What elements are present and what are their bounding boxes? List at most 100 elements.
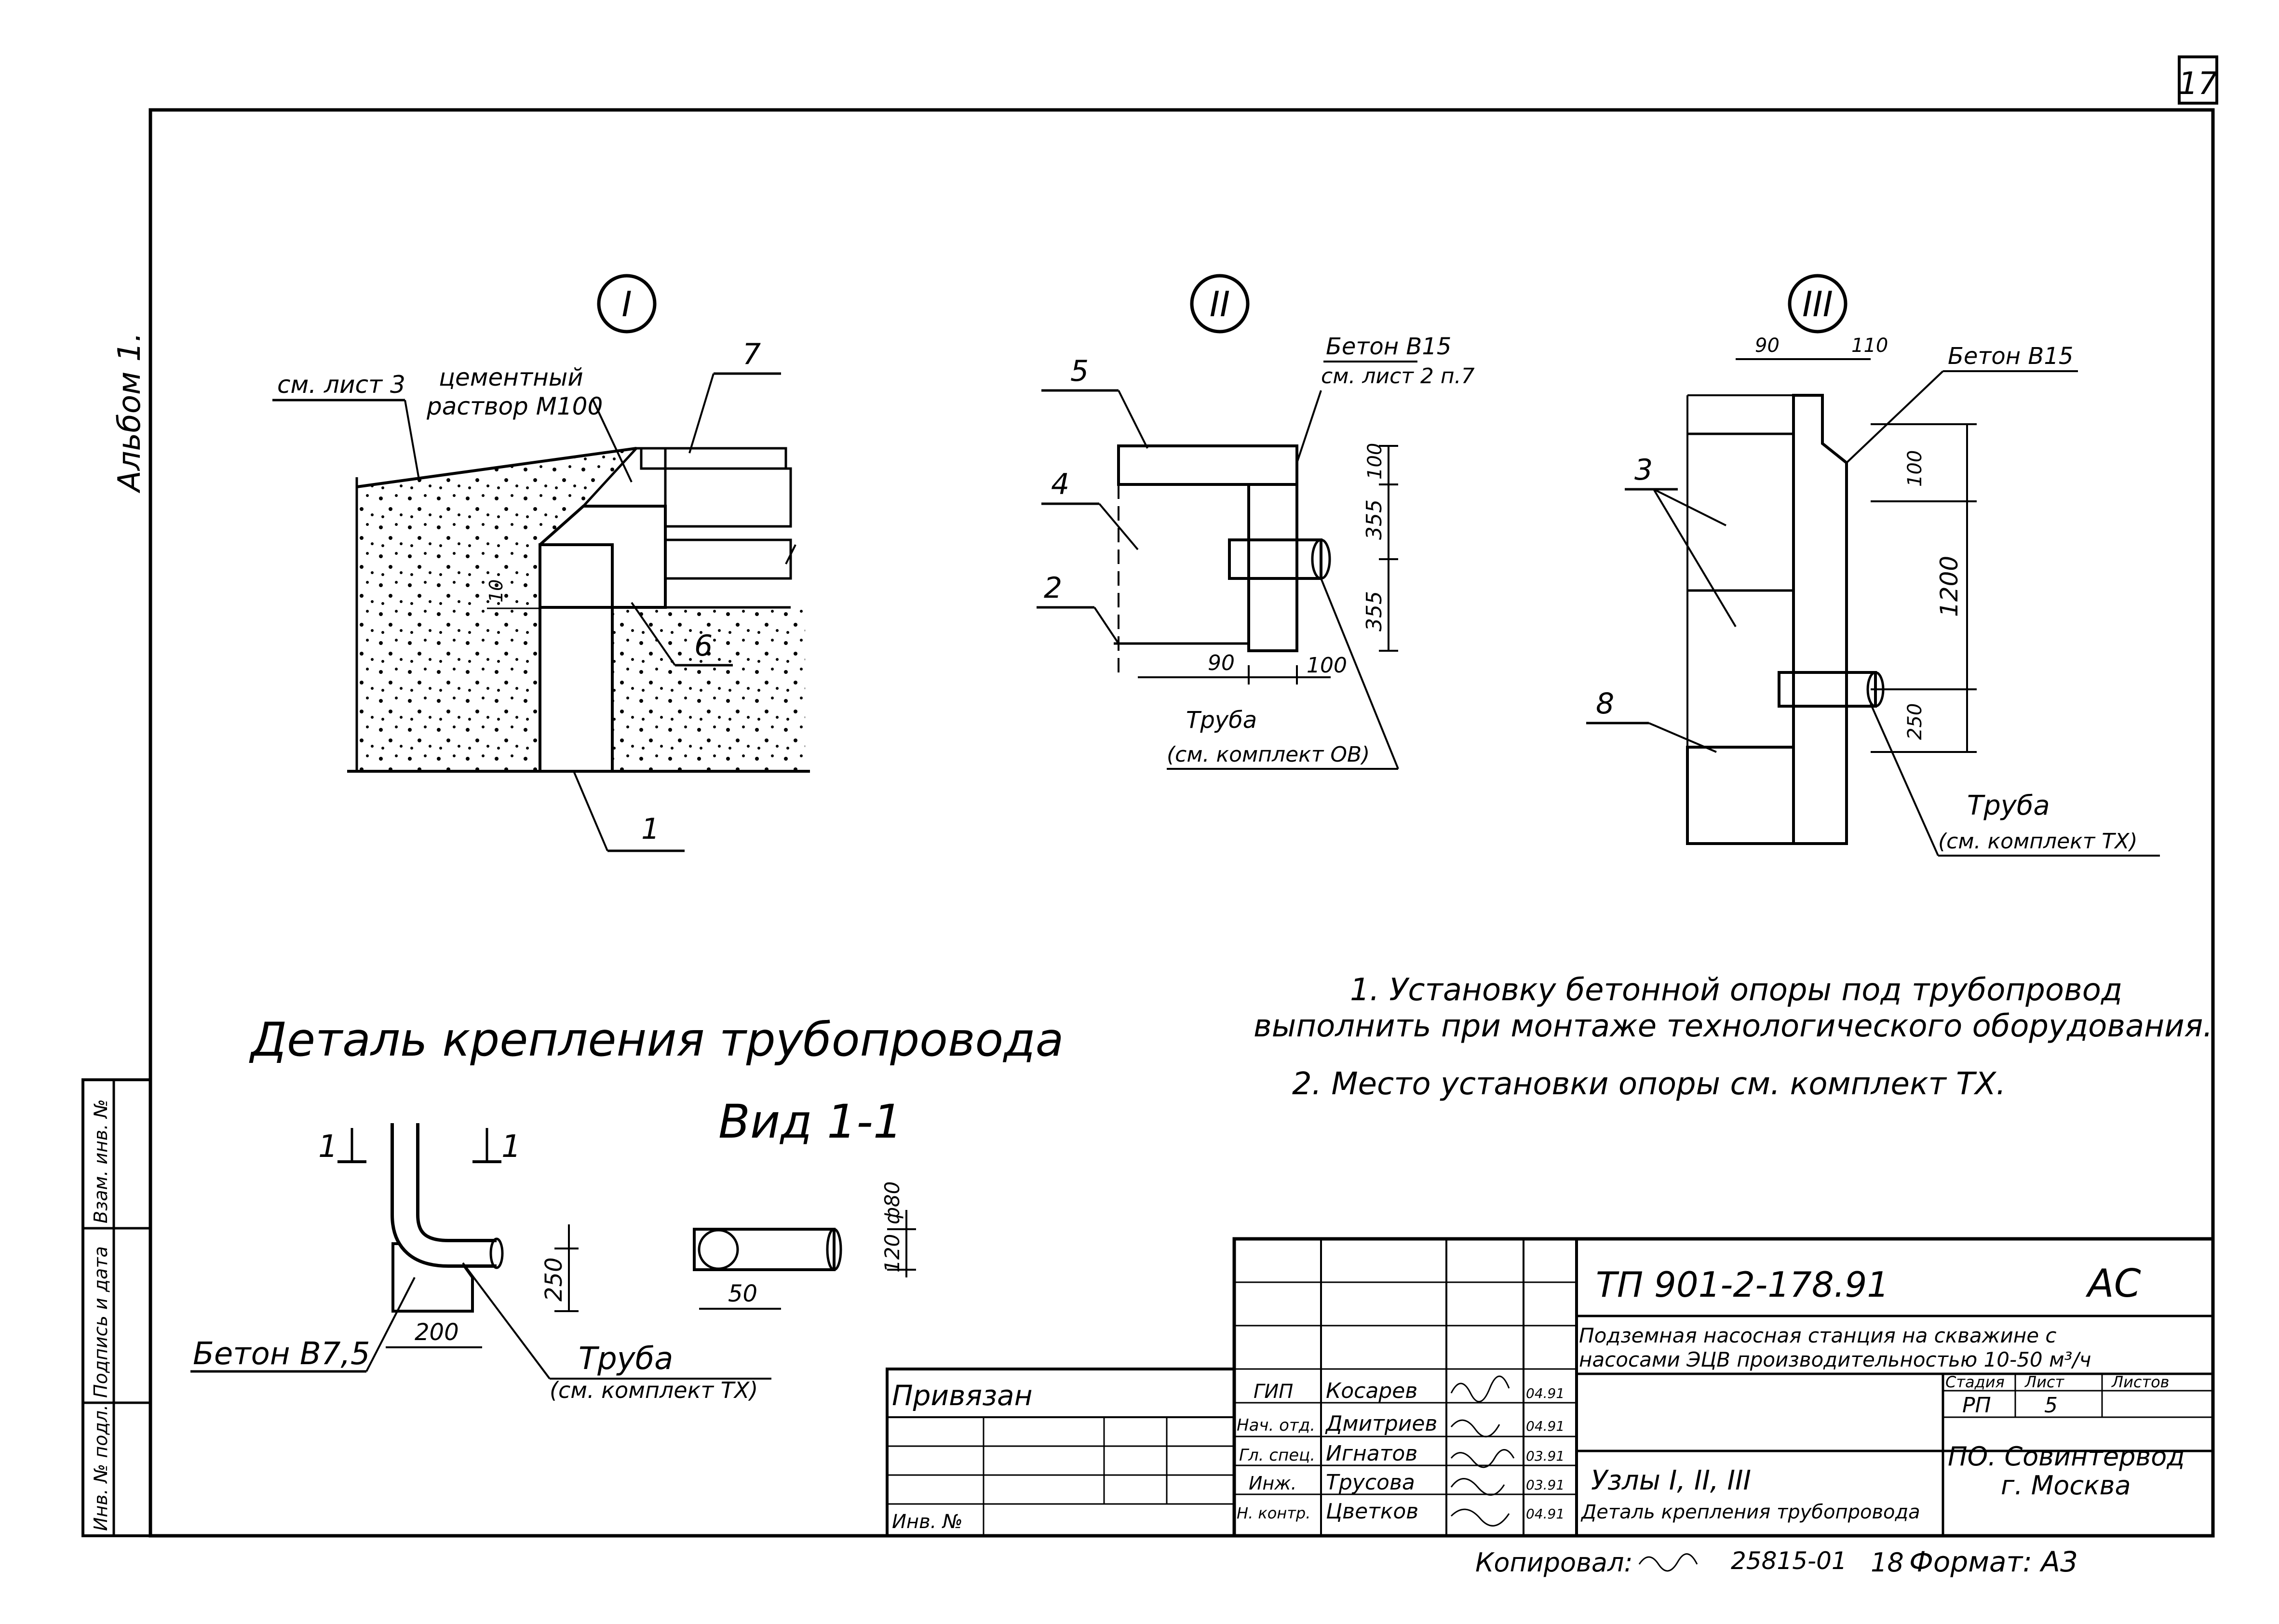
detail: Деталь крепления трубопровода Вид 1-1 1 … (190, 1013, 1064, 1403)
staff-date: 04.91 (1526, 1418, 1564, 1434)
node-3-concrete-label: Бетон В15 (1948, 343, 2073, 370)
footer-copied: Копировал: (1475, 1547, 1633, 1578)
notes-line3: 2. Место установки опоры см. комплект ТХ… (1292, 1066, 2006, 1102)
node-1-marker-circle (597, 274, 657, 334)
node-1-dim-10: 10 (485, 579, 507, 603)
node-2-pipe-label: Труба (1186, 707, 1257, 734)
node-2-concrete-label: Бетон В15 (1326, 333, 1451, 360)
detail-dim-250: 250 (540, 1257, 567, 1302)
sheet-frame: 17 Альбом 1. (112, 55, 2218, 1538)
node-2-dim-355-a: 355 (1362, 499, 1387, 540)
side-stamp-podpis: Подпись и дата (90, 1246, 111, 1398)
staff-role: Инж. (1249, 1473, 1297, 1494)
node-3-wall (1792, 394, 1848, 845)
node-2-callout-2: 2 (1044, 571, 1062, 605)
node-1-mortar-line2: раствор М100 (426, 392, 603, 420)
staff-name: Игнатов (1326, 1441, 1417, 1466)
node-1-marker: I (621, 284, 632, 324)
project-name-line2: насосами ЭЦВ производительностью 10-50 м… (1579, 1348, 2091, 1371)
node-3-marker: III (1802, 284, 1833, 324)
detail-title: Деталь крепления трубопровода (249, 1013, 1064, 1067)
project-name-line1: Подземная насосная станция на скважине с (1579, 1324, 2057, 1347)
stage-value: РП (1962, 1393, 1991, 1418)
node-1-cover (640, 447, 787, 470)
node-3-slab (1686, 746, 1795, 845)
node-2-callout-5: 5 (1070, 354, 1089, 388)
album-label: Альбом 1. (112, 332, 148, 494)
node-3-dim-100: 100 (1904, 450, 1926, 487)
node-3-dim-90: 90 (1755, 335, 1780, 357)
detail-view-title: Вид 1-1 (718, 1095, 903, 1149)
node-3-dim-1200: 1200 (1935, 556, 1963, 617)
side-stamp: Инв. № подл. Подпись и дата Взам. инв. № (81, 1078, 152, 1537)
detail-dim-120: 120 (880, 1234, 904, 1273)
node-2-wall (1247, 483, 1298, 652)
detail-dim-dia: ф80 (880, 1181, 904, 1224)
side-stamp-vzam: Взам. инв. № (90, 1099, 111, 1223)
staff-rows: ГИП Косарев 04.91 Нач. отд. Дмитриев 04.… (1237, 1379, 1564, 1524)
col-sheet: Лист (2024, 1373, 2064, 1391)
drawing-title-line1: Узлы I, II, III (1591, 1465, 1751, 1496)
node-1: I см. лист 3 цементный раствор М100 7 6 … (272, 274, 810, 852)
col-sheets: Листов (2111, 1373, 2170, 1391)
staff-date: 03.91 (1526, 1477, 1564, 1493)
node-1-ref-sheet: см. лист 3 (277, 371, 405, 399)
footer: Копировал: 25815-01 18 Формат: А3 (1475, 1545, 2078, 1578)
project-code: ТП 901-2-178.91 (1596, 1264, 1889, 1305)
staff-date: 04.91 (1526, 1506, 1564, 1522)
node-1-mortar-line1: цементный (439, 363, 583, 391)
detail-concrete-label: Бетон В7,5 (193, 1336, 370, 1372)
detail-section-left: 1 (318, 1129, 338, 1165)
detail-view-pipe (693, 1228, 836, 1271)
node-3-dim-110: 110 (1851, 335, 1888, 357)
node-1-soil (357, 448, 636, 771)
node-2-pipe-ref: (см. комплект ОВ) (1167, 742, 1370, 767)
signatures (1450, 1375, 1515, 1527)
org-line2: г. Москва (2001, 1470, 2131, 1501)
footer-format: Формат: А3 (1909, 1545, 2078, 1578)
node-3-dim-250: 250 (1904, 703, 1926, 740)
privyazan-label: Привязан (892, 1379, 1033, 1412)
notes-line1: 1. Установку бетонной опоры под трубопро… (1350, 972, 2122, 1008)
node-3-callout-3: 3 (1634, 453, 1653, 487)
drawing-title-line2: Деталь крепления трубопровода (1580, 1501, 1920, 1523)
col-stage: Стадия (1945, 1373, 2005, 1391)
inv-no-label: Инв. № (892, 1511, 963, 1533)
node-2-callout-4: 4 (1051, 468, 1069, 501)
notes-line2: выполнить при монтаже технологического о… (1254, 1008, 2213, 1044)
staff-role: Н. контр. (1237, 1504, 1310, 1522)
staff-name: Трусова (1326, 1470, 1415, 1495)
detail-section-right: 1 (501, 1129, 521, 1165)
node-1-inner-soil (612, 607, 805, 771)
node-3-callout-8: 8 (1596, 687, 1614, 721)
staff-name: Дмитриев (1325, 1411, 1437, 1436)
sheet-value: 5 (2044, 1393, 2058, 1418)
node-1-wall (539, 543, 614, 773)
node-2-dim-355-b: 355 (1362, 591, 1387, 631)
node-2-marker: II (1210, 284, 1230, 324)
node-1-callout-7: 7 (742, 337, 761, 371)
node-2-slab (1117, 444, 1298, 486)
detail-dim-50: 50 (728, 1280, 757, 1307)
node-1-callout-1: 1 (641, 812, 660, 846)
node-2-dim-100-bot: 100 (1307, 653, 1347, 678)
staff-role: Нач. отд. (1237, 1416, 1315, 1435)
section-code: АС (2085, 1261, 2141, 1306)
detail-dim-200: 200 (415, 1319, 459, 1346)
footer-order: 25815-01 (1731, 1547, 1847, 1575)
staff-date: 04.91 (1526, 1385, 1564, 1401)
staff-name: Косарев (1326, 1379, 1417, 1403)
node-2-concrete-ref: см. лист 2 п.7 (1321, 364, 1475, 389)
sheet-number: 17 (2178, 66, 2218, 102)
title-block: ГИП Косарев 04.91 Нач. отд. Дмитриев 04.… (886, 1237, 2215, 1538)
org-line1: ПО. Совинтервод (1948, 1441, 2185, 1472)
detail-pipe-label: Труба (579, 1341, 673, 1377)
node-2-dim-90: 90 (1208, 651, 1235, 675)
detail-pipe-ref: (см. комплект ТХ) (550, 1377, 758, 1403)
side-stamp-inv-podl: Инв. № подл. (90, 1405, 111, 1531)
notes: 1. Установку бетонной опоры под трубопро… (1254, 972, 2213, 1102)
node-3: III 90 110 Бетон В15 3 8 100 1200 (1586, 274, 2160, 857)
node-1-callout-6: 6 (694, 629, 713, 663)
staff-name: Цветков (1326, 1499, 1418, 1524)
